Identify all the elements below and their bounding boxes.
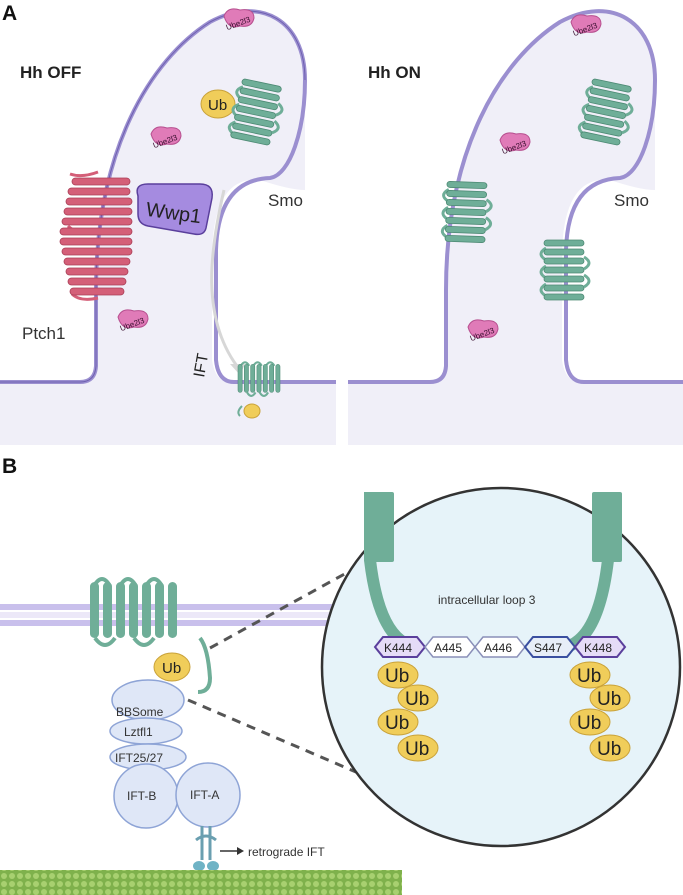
microtubule (0, 870, 402, 895)
panel-b-letter: B (2, 455, 17, 478)
svg-text:Ub: Ub (597, 689, 621, 710)
svg-text:K444: K444 (384, 641, 412, 655)
svg-text:IFT: IFT (191, 352, 212, 379)
smo-label: Smo (614, 191, 649, 210)
smo-receptor (539, 238, 591, 302)
svg-text:Ub: Ub (405, 689, 429, 710)
smo-label: Smo (268, 191, 303, 210)
ubiquitin-icon: Ub (153, 652, 191, 682)
ubiquitin-chain-left: Ub Ub Ub Ub (377, 661, 439, 762)
smo-receptor-b (90, 577, 213, 694)
svg-text:Ub: Ub (577, 713, 601, 734)
svg-text:Ub: Ub (385, 666, 409, 687)
zoom-inset: intracellular loop 3 K444 A445 A446 S447… (320, 486, 682, 848)
zoom-line-bottom (187, 698, 371, 780)
hh-on-label: Hh ON (368, 63, 421, 82)
ift-b-label: IFT-B (127, 789, 156, 803)
residue-a445: A445 (424, 636, 476, 658)
svg-text:A446: A446 (484, 641, 512, 655)
ift25-27-label: IFT25/27 (115, 751, 163, 765)
helix-right-body (592, 492, 622, 562)
bbsome-label: BBSome (116, 705, 164, 719)
residue-a446: A446 (474, 636, 526, 658)
ubiquitin-chain-right: Ub Ub Ub Ub (569, 661, 631, 762)
svg-text:Ub: Ub (577, 666, 601, 687)
ptch1-receptor (59, 170, 133, 301)
svg-text:K448: K448 (584, 641, 612, 655)
residue-k448: K448 (573, 636, 627, 658)
wwp1-ligase: Wwp1 (136, 183, 213, 236)
svg-text:Ub: Ub (162, 660, 181, 677)
panel-a-letter: A (2, 2, 17, 25)
residue-s447: S447 (523, 636, 577, 658)
svg-text:Ub: Ub (385, 713, 409, 734)
ptch1-label: Ptch1 (22, 324, 65, 343)
svg-text:Ub: Ub (597, 739, 621, 760)
lztfl1-label: Lztfl1 (124, 725, 153, 739)
loop-label: intracellular loop 3 (438, 593, 536, 607)
retrograde-arrow (220, 847, 244, 855)
dynein-motor (193, 826, 219, 871)
ift-a-label: IFT-A (190, 788, 219, 802)
ift-a-complex: IFT-A (175, 762, 241, 828)
residue-k444: K444 (373, 636, 427, 658)
ift25-27-complex: IFT25/27 (109, 743, 187, 771)
lztfl1-complex: Lztfl1 (109, 717, 183, 745)
helix-left-body (364, 492, 394, 562)
ubiquitin-icon: Ub (200, 89, 236, 119)
svg-text:Ub: Ub (208, 97, 227, 114)
bbsome-complex: BBSome (111, 679, 185, 721)
hh-off-label: Hh OFF (20, 63, 81, 82)
svg-text:S447: S447 (534, 641, 562, 655)
svg-text:A445: A445 (434, 641, 462, 655)
retrograde-ift-label: retrograde IFT (248, 845, 325, 859)
smo-receptor-base (236, 361, 282, 419)
ift-b-complex: IFT-B (113, 763, 179, 829)
zoom-line-top (209, 558, 371, 650)
ift-arrow: IFT (191, 189, 245, 379)
svg-text:Ub: Ub (405, 739, 429, 760)
